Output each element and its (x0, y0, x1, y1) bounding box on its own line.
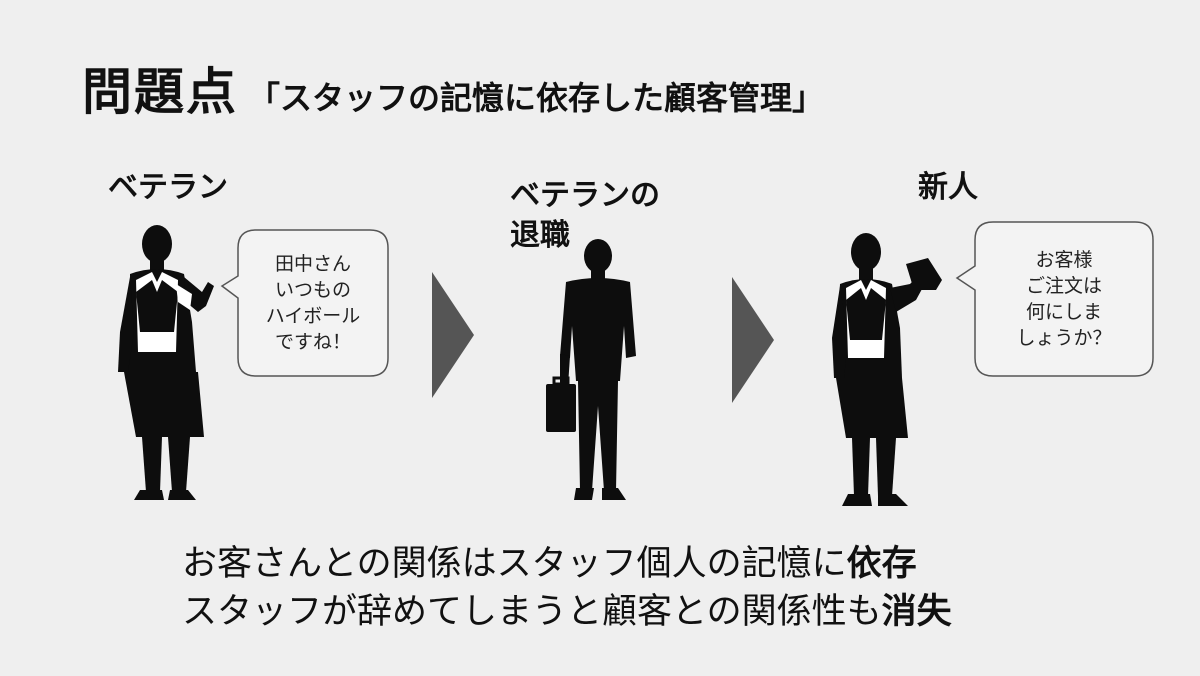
title-subtitle: 「スタッフの記憶に依存した顧客管理」 (248, 79, 825, 117)
bubble-line: ご注文は (1025, 275, 1102, 297)
caption-emphasis: 依存 (846, 544, 917, 584)
caption-text: お客さんとの関係はスタッフ個人の記憶に (182, 544, 847, 584)
bubble-line: お客様 (1035, 249, 1093, 271)
label-line: ベテランの (510, 178, 660, 213)
label-line: 退職 (510, 218, 570, 253)
bubble-line: 田中さん (274, 253, 351, 275)
veteran-retirement-label: ベテランの 退職 (510, 176, 660, 256)
veteran-bartender-silhouette (118, 225, 214, 500)
bubble-line: ハイボール (265, 305, 361, 327)
veteran-label: ベテラン (108, 170, 228, 205)
title-main: 問題点 (82, 63, 238, 121)
caption-line-2: スタッフが辞めてしまうと顧客との関係性も消失 (182, 588, 952, 636)
businessman-with-briefcase-silhouette (546, 239, 636, 500)
caption: お客さんとの関係はスタッフ個人の記憶に依存 スタッフが辞めてしまうと顧客との関係… (182, 540, 952, 636)
bubble-line: ですね！ (274, 331, 351, 353)
caption-text: スタッフが辞めてしまうと顧客との関係性も (182, 592, 882, 632)
caption-line-1: お客さんとの関係はスタッフ個人の記憶に依存 (182, 540, 952, 588)
caption-emphasis: 消失 (881, 592, 952, 632)
bubble-line: 何にしま (1025, 301, 1102, 323)
veteran-speech-bubble: 田中さん いつもの ハイボール ですね！ (220, 228, 390, 378)
newcomer-label: 新人 (918, 170, 978, 205)
new-bartender-silhouette (832, 233, 942, 506)
arrow-right-icon (732, 277, 774, 403)
bubble-line: しょうか？ (1016, 327, 1112, 349)
bubble-line: いつもの (274, 279, 351, 301)
arrow-right-icon (432, 272, 474, 398)
slide-title: 問題点「スタッフの記憶に依存した顧客管理」 (82, 52, 824, 124)
newcomer-speech-bubble: お客様 ご注文は 何にしま しょうか？ (955, 220, 1155, 378)
